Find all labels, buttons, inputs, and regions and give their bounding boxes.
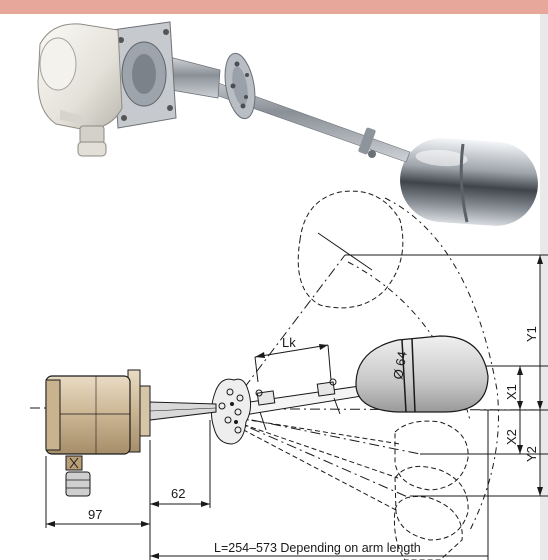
pivot-star-disc <box>210 378 252 445</box>
technical-drawing <box>29 190 548 560</box>
photo-housing <box>37 23 123 131</box>
photo-rod-clamp <box>358 127 376 158</box>
label-x1: X1 <box>504 384 519 400</box>
label-lk: Lk <box>282 335 296 350</box>
product-photo <box>37 21 538 226</box>
centerline-upper <box>231 254 346 405</box>
photo-star-disc <box>224 52 256 120</box>
centerline-lower <box>231 419 411 499</box>
label-y1: Y1 <box>524 326 539 342</box>
ghost-float-lower-2 <box>394 465 469 541</box>
label-97: 97 <box>88 507 102 522</box>
label-arm-length: L=254–573 Depending on arm length <box>214 541 421 555</box>
drawing-housing <box>45 375 131 455</box>
label-float-diameter: Ø 64 <box>390 350 410 380</box>
right-edge-strip <box>540 14 548 560</box>
centerline-mid <box>231 415 421 455</box>
photo-flange <box>111 21 177 129</box>
photo-cable-gland <box>77 125 107 157</box>
label-x2: X2 <box>504 429 519 445</box>
accent-header-bar <box>0 0 548 14</box>
drawing-cable-gland <box>65 455 91 497</box>
drawing-tube <box>149 401 217 421</box>
ghost-float-lower-1 <box>394 420 469 491</box>
ghost-float-lower-3 <box>394 496 463 560</box>
label-y2: Y2 <box>524 446 539 462</box>
drawing-flange <box>127 369 151 453</box>
label-62: 62 <box>171 486 185 501</box>
float-body <box>355 335 489 413</box>
photo-float-ball <box>400 138 538 226</box>
swing-arc-outer <box>384 197 499 531</box>
ghost-float-upper <box>297 190 404 309</box>
